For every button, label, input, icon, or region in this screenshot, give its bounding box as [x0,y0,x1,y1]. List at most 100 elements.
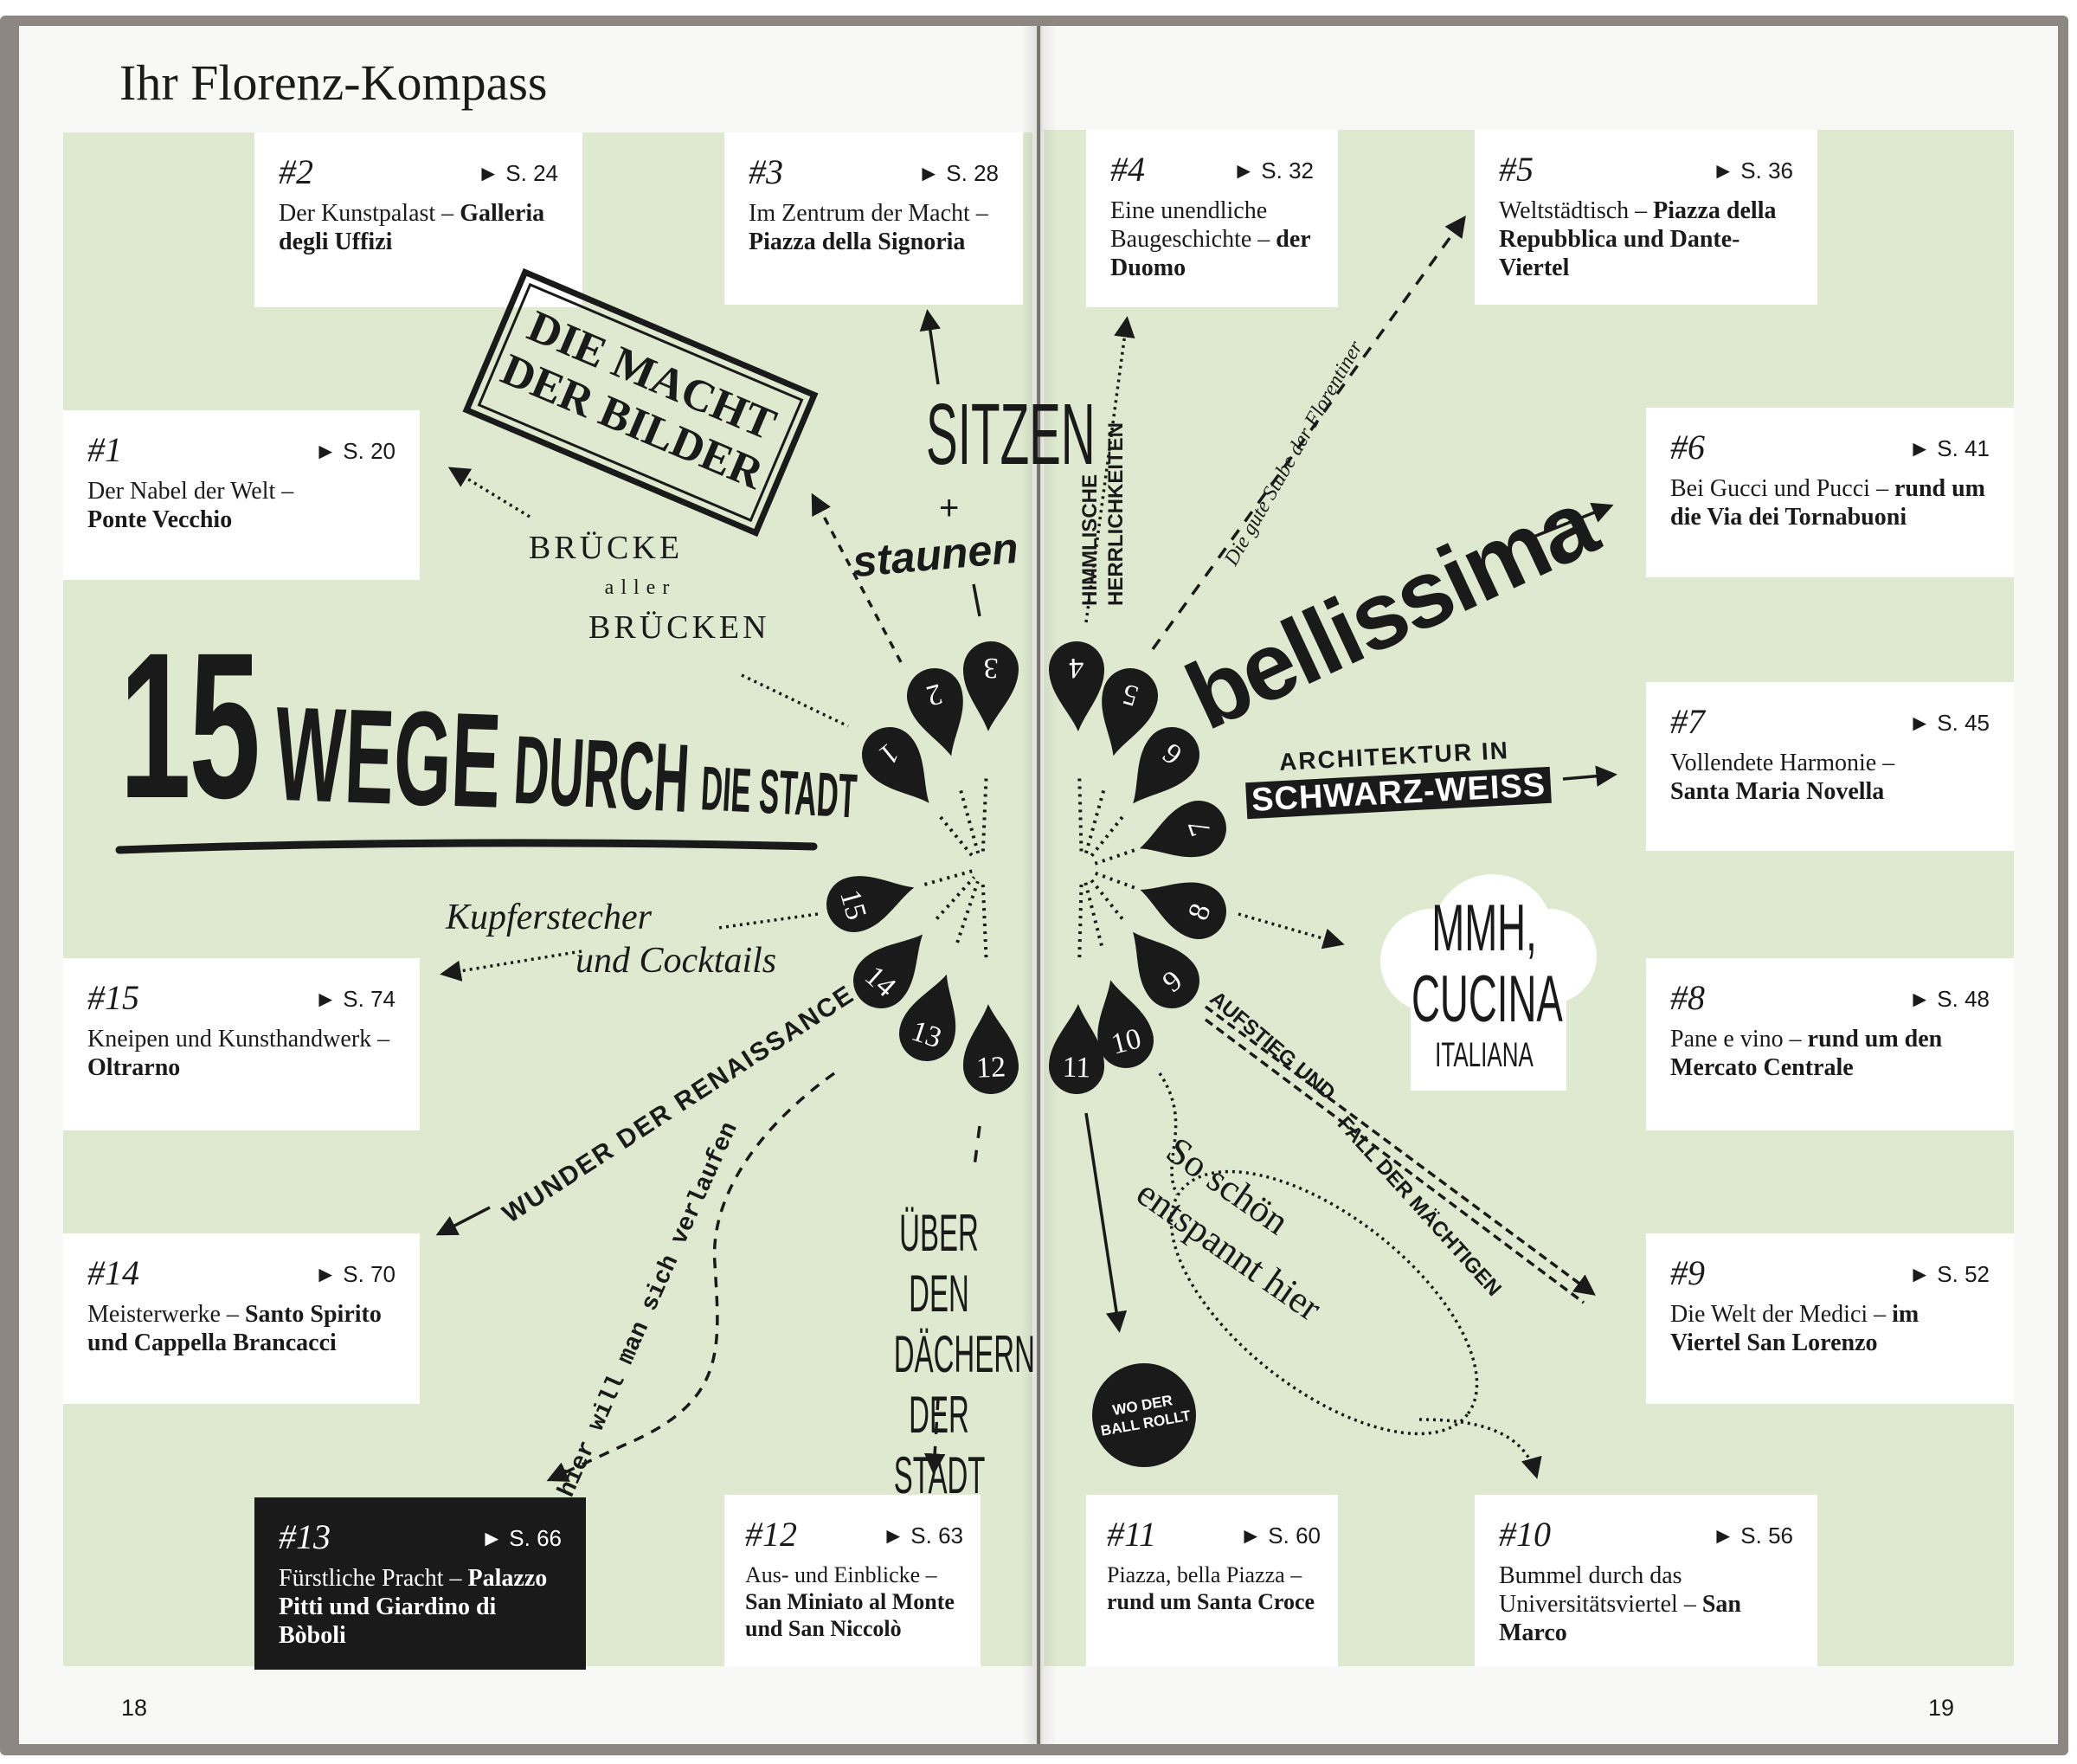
route-place: San Marco [1499,1591,1741,1646]
pin-dotted-line [1090,848,1135,867]
page-number-right: 19 [1928,1695,1955,1721]
route-number: #7 [1670,702,1705,741]
pin-dotted-line [939,815,976,860]
route-card-7[interactable]: #7 ► S. 45 Vollendete Harmonie –Santa Ma… [1646,682,2014,851]
route-card-11[interactable]: #11 ► S. 60 Piazza, bella Piazza – rund … [1086,1495,1338,1666]
route-place: rund um die Via dei Tornabuoni [1670,475,1985,531]
map-pin-14[interactable]: 14 [842,876,976,1020]
route-number: #14 [87,1253,139,1292]
pin-shape [963,1004,1019,1094]
route-card-14[interactable]: #14 ► S. 70 Meisterwerke – Santo Spirito… [63,1233,420,1404]
page-ref: ► S. 32 [1232,158,1314,183]
route-desc: Piazza, bella Piazza – [1107,1562,1302,1587]
headline: 15 [119,606,344,845]
arrow-to-2 [811,493,903,663]
route-place: rund um den Mercato Centrale [1670,1026,1943,1081]
map-pin-10[interactable]: 10 [1084,881,1160,1074]
route-number: #2 [279,152,313,191]
pin-dotted-line [981,884,988,958]
map-pin-5[interactable]: 5 [1084,662,1164,855]
route-card-4[interactable]: #4 ► S. 32 Eine unendliche Baugeschichte… [1086,130,1338,307]
page-ref: ► S. 20 [314,438,395,464]
route-card-9[interactable]: #9 ► S. 52 Die Welt der Medici – im Vier… [1646,1233,2014,1404]
map-pin-9[interactable]: 9 [1087,876,1211,1020]
route-number: #9 [1670,1253,1705,1292]
daecher-line-1: ÜBER DEN [899,1204,979,1323]
map-pin-3[interactable]: 3 [961,641,1019,853]
pin-dotted-line [1084,789,1106,855]
bruecke-line-3: BRÜCKEN [588,609,770,646]
route-card-12[interactable]: #12 ► S. 63 Aus- und Einblicke – San Min… [724,1495,981,1666]
route-card-13[interactable]: #13 ► S. 66 Fürstliche Pracht – Palazzo … [254,1497,586,1670]
pin-shape [1049,1004,1104,1094]
pin-shape [1102,668,1158,756]
route-desc: Aus- und Einblicke – [745,1562,937,1587]
label-himmlisch: HIMMLISCHE HERRLICHKEITEN [1077,422,1129,606]
route-desc: Die Welt der Medici – [1670,1301,1887,1328]
route-place: Ponte Vecchio [87,506,233,533]
page-ref: ► S. 60 [1239,1523,1321,1548]
pin-number: 12 [975,1051,1006,1084]
route-card-15[interactable]: #15 ► S. 74 Kneipen und Kunsthandwerk – … [63,958,420,1130]
pin-shape [1139,801,1226,858]
page-ref: ► S. 63 [882,1523,963,1548]
sitzen-text: SITZEN [926,386,1096,483]
route-number: #10 [1499,1515,1551,1554]
map-pin-12[interactable]: 12 [961,884,1019,1095]
chef-hat-icon: MMH, CUCINA ITALIANA [1363,874,1605,1091]
route-card-3[interactable]: #3 ► S. 28 Im Zentrum der Macht – Piazza… [724,132,1023,305]
headline-number: 15 [119,609,260,841]
headline-word-die-stadt: DIE STADT [699,754,858,832]
route-card-2[interactable]: #2 ► S. 24 Der Kunstpalast – Galleria de… [254,132,582,307]
pin-number: 4 [1069,652,1084,684]
route-desc: Bummel durch das Universitätsviertel – [1499,1562,1696,1618]
map-pin-15[interactable]: 15 [820,861,973,939]
route-desc: Fürstliche Pracht – [279,1565,462,1592]
arrow-to-9 [1204,1005,1596,1296]
line-daecher-top [972,1125,981,1174]
line-10 [1158,1072,1179,1195]
pin-shape [862,727,929,803]
ball-badge: WO DER BALL ROLLT [1092,1363,1196,1467]
page-ref: ► S. 52 [1908,1261,1990,1287]
map-pin-13[interactable]: 13 [891,880,980,1068]
page-ref: ► S. 74 [314,986,395,1012]
route-place: Oltrarno [87,1054,181,1081]
page-ref: ► S. 56 [1712,1523,1793,1548]
route-card-1[interactable]: #1 ► S. 20 Der Nabel der Welt –Ponte Vec… [63,410,420,580]
page-ref: ► S. 45 [1908,710,1990,736]
arrow-to-7 [1562,765,1617,787]
route-card-6[interactable]: #6 ► S. 41 Bei Gucci und Pucci – rund um… [1646,408,2014,577]
page-ref: ► S. 41 [1908,435,1990,461]
map-pin-11[interactable]: 11 [1048,884,1106,1095]
line-kupfer [717,912,819,930]
route-desc: Pane e vino – [1670,1026,1802,1053]
route-place: San Miniato al Monte und San Niccolò [745,1589,955,1641]
bruecke-line-1: BRÜCKE [528,530,684,566]
route-card-10[interactable]: #10 ► S. 56 Bummel durch das Universität… [1475,1495,1817,1666]
page-ref: ► S. 28 [917,160,999,186]
route-desc: Weltstädtisch – [1499,197,1648,224]
route-desc: Eine unendliche Baugeschichte – [1110,197,1270,253]
book-spine [1021,26,1058,1744]
map-pin-2[interactable]: 2 [901,662,981,855]
map-pin-1[interactable]: 1 [851,716,976,860]
line-staunen [972,583,981,617]
himmlisch-line-1: HIMMLISCHE [1078,474,1102,606]
map-pin-7[interactable]: 7 [1090,793,1234,874]
headline-word-durch: DURCH [511,715,692,833]
map-pin-8[interactable]: 8 [1090,864,1234,947]
kupfer-line-1: Kupferstecher [446,898,652,937]
route-card-8[interactable]: #8 ► S. 48 Pane e vino – rund um den Mer… [1646,958,2014,1130]
arrow-to-14 [435,1206,491,1236]
map-pin-4[interactable]: 4 [1048,641,1106,853]
map-pin-6[interactable]: 6 [1087,716,1211,860]
route-place: Palazzo Pitti und Giardino di Bòboli [279,1565,548,1649]
pin-shape [826,876,915,932]
route-place: rund um Santa Croce [1107,1589,1315,1614]
page-ref: ► S. 70 [314,1261,395,1287]
route-card-5[interactable]: #5 ► S. 36 Weltstädtisch – Piazza della … [1475,130,1817,305]
arrow-to-1 [447,467,531,518]
